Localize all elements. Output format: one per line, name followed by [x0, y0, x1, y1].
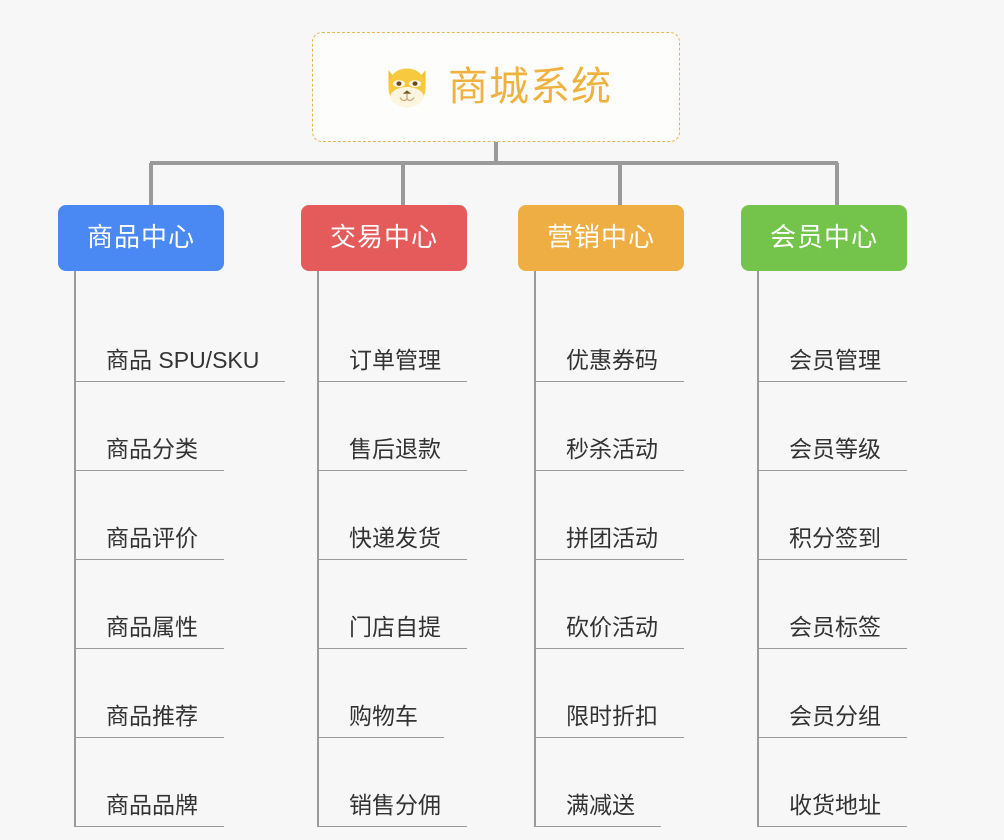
list-item[interactable]: 拼团活动 — [536, 471, 691, 560]
list-item[interactable]: 会员标签 — [759, 560, 941, 649]
branch-header-4[interactable]: 会员中心 — [741, 205, 908, 271]
leaf-list-1: 商品 SPU/SKU 商品分类 商品评价 商品属性 商品推荐 商品品牌 — [74, 271, 286, 827]
list-item[interactable]: 商品属性 — [76, 560, 251, 649]
leaf-label: 门店自提 — [319, 614, 467, 649]
leaf-label: 快递发货 — [319, 525, 467, 560]
list-item[interactable]: 砍价活动 — [536, 560, 691, 649]
root-title: 商城系统 — [448, 65, 612, 109]
list-item[interactable]: 商品分类 — [76, 382, 251, 471]
leaf-label: 售后退款 — [319, 436, 467, 471]
branch-columns: 商品中心 商品 SPU/SKU 商品分类 商品评价 商品属性 商品推荐 商品品牌… — [0, 205, 1004, 827]
branch-header-3[interactable]: 营销中心 — [518, 205, 685, 271]
leaf-label: 会员标签 — [759, 614, 907, 649]
leaf-label: 收货地址 — [759, 792, 907, 827]
branch-column-4: 会员中心 会员管理 会员等级 积分签到 会员标签 会员分组 收货地址 — [691, 205, 941, 827]
leaf-label: 购物车 — [319, 703, 444, 738]
leaf-list-2: 订单管理 售后退款 快递发货 门店自提 购物车 销售分佣 — [317, 271, 471, 827]
branch-column-1: 商品中心 商品 SPU/SKU 商品分类 商品评价 商品属性 商品推荐 商品品牌 — [0, 205, 286, 827]
list-item[interactable]: 快递发货 — [319, 471, 471, 560]
list-item[interactable]: 秒杀活动 — [536, 382, 691, 471]
branch-header-1[interactable]: 商品中心 — [58, 205, 225, 271]
leaf-label: 拼团活动 — [536, 525, 684, 560]
list-item[interactable]: 积分签到 — [759, 471, 941, 560]
leaf-list-4: 会员管理 会员等级 积分签到 会员标签 会员分组 收货地址 — [757, 271, 941, 827]
branch-header-2[interactable]: 交易中心 — [301, 205, 468, 271]
leaf-label: 订单管理 — [319, 347, 467, 382]
list-item[interactable]: 门店自提 — [319, 560, 471, 649]
list-item[interactable]: 购物车 — [319, 649, 471, 738]
leaf-list-3: 优惠券码 秒杀活动 拼团活动 砍价活动 限时折扣 满减送 — [534, 271, 691, 827]
branch-column-3: 营销中心 优惠券码 秒杀活动 拼团活动 砍价活动 限时折扣 满减送 — [471, 205, 691, 827]
list-item[interactable]: 优惠券码 — [536, 293, 691, 382]
list-item[interactable]: 订单管理 — [319, 293, 471, 382]
list-item[interactable]: 收货地址 — [759, 738, 941, 827]
leaf-label: 商品属性 — [76, 614, 224, 649]
list-item[interactable]: 商品推荐 — [76, 649, 251, 738]
list-item[interactable]: 售后退款 — [319, 382, 471, 471]
root-node[interactable]: 商城系统 — [312, 32, 680, 142]
shiba-dog-icon — [388, 68, 426, 108]
leaf-label: 满减送 — [536, 792, 661, 827]
branch-column-2: 交易中心 订单管理 售后退款 快递发货 门店自提 购物车 销售分佣 — [251, 205, 471, 827]
leaf-label: 商品推荐 — [76, 703, 224, 738]
list-item[interactable]: 商品品牌 — [76, 738, 251, 827]
leaf-label: 会员分组 — [759, 703, 907, 738]
leaf-label: 会员管理 — [759, 347, 907, 382]
leaf-label: 优惠券码 — [536, 347, 684, 382]
list-item[interactable]: 会员管理 — [759, 293, 941, 382]
list-item[interactable]: 会员等级 — [759, 382, 941, 471]
leaf-label: 销售分佣 — [319, 792, 467, 827]
list-item[interactable]: 销售分佣 — [319, 738, 471, 827]
list-item[interactable]: 商品评价 — [76, 471, 251, 560]
list-item[interactable]: 满减送 — [536, 738, 691, 827]
leaf-label: 商品分类 — [76, 436, 224, 471]
leaf-label: 商品 SPU/SKU — [76, 347, 286, 382]
leaf-label: 积分签到 — [759, 525, 907, 560]
leaf-label: 会员等级 — [759, 436, 907, 471]
leaf-label: 商品品牌 — [76, 792, 224, 827]
leaf-label: 砍价活动 — [536, 614, 684, 649]
leaf-label: 限时折扣 — [536, 703, 684, 738]
leaf-label: 商品评价 — [76, 525, 224, 560]
list-item[interactable]: 商品 SPU/SKU — [76, 293, 286, 382]
list-item[interactable]: 限时折扣 — [536, 649, 691, 738]
leaf-label: 秒杀活动 — [536, 436, 684, 471]
list-item[interactable]: 会员分组 — [759, 649, 941, 738]
